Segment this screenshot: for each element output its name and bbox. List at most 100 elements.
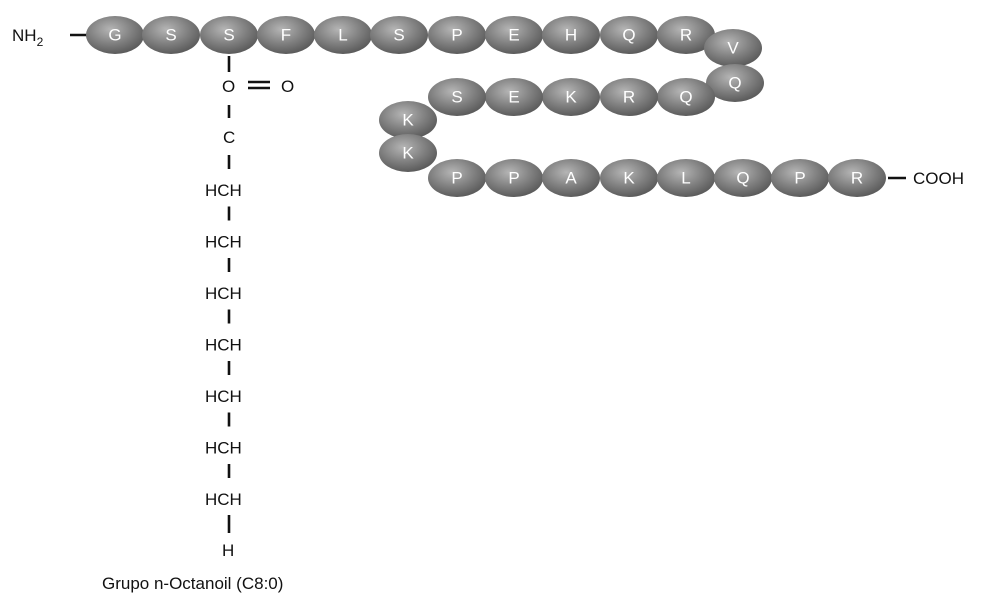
residue-3: S (200, 16, 258, 54)
residue-23: A (542, 159, 600, 197)
residue-oval (542, 78, 600, 116)
residue-oval (704, 29, 762, 67)
carbonyl-carbon-label: O (222, 77, 235, 96)
residue-letter: E (508, 26, 519, 45)
methylene-label: HCH (205, 284, 242, 303)
residue-oval (142, 16, 200, 54)
residue-oval (600, 78, 658, 116)
methylene-label: HCH (205, 181, 242, 200)
residue-oval (257, 16, 315, 54)
methylene-label: HCH (205, 490, 242, 509)
residue-26: Q (714, 159, 772, 197)
methylene-label: HCH (205, 233, 242, 252)
carbonyl-oxygen-label: O (281, 77, 294, 96)
residue-letter: E (508, 88, 519, 107)
residue-letter: P (794, 169, 805, 188)
residue-13: Q (706, 64, 764, 102)
residue-15: R (600, 78, 658, 116)
residue-letter: H (565, 26, 577, 45)
residue-letter: F (281, 26, 291, 45)
residue-oval (379, 134, 437, 172)
residue-2: S (142, 16, 200, 54)
residue-letter: L (338, 26, 347, 45)
residue-9: H (542, 16, 600, 54)
residue-4: F (257, 16, 315, 54)
residue-letter: Q (679, 88, 692, 107)
residue-14: Q (657, 78, 715, 116)
residue-24: K (600, 159, 658, 197)
residue-oval (657, 78, 715, 116)
methylene-label: HCH (205, 387, 242, 406)
residue-oval (657, 159, 715, 197)
residue-letter: K (402, 111, 414, 130)
c-terminus-label: COOH (913, 169, 964, 188)
residue-letter: A (565, 169, 577, 188)
residue-28: R (828, 159, 886, 197)
residue-19: K (379, 101, 437, 139)
residue-oval (771, 159, 829, 197)
residue-letter: S (451, 88, 462, 107)
residue-letter: P (508, 169, 519, 188)
octanoyl-caption: Grupo n-Octanoil (C8:0) (102, 574, 283, 593)
residue-oval (428, 159, 486, 197)
methylene-label: HCH (205, 439, 242, 458)
octanoyl-chain: HCH HCH HCH HCH HCH HCH HCH (205, 155, 242, 533)
n-terminus-label: NH2 (12, 26, 44, 49)
residue-letter: S (165, 26, 176, 45)
residue-11: R (657, 16, 715, 54)
residue-oval (706, 64, 764, 102)
residue-letter: K (565, 88, 577, 107)
alpha-carbon-label: C (223, 128, 235, 147)
residue-letter: K (402, 144, 414, 163)
residue-27: P (771, 159, 829, 197)
residue-letter: R (623, 88, 635, 107)
residue-oval (714, 159, 772, 197)
residue-16: K (542, 78, 600, 116)
residue-oval (485, 159, 543, 197)
residue-25: L (657, 159, 715, 197)
residue-21: P (428, 159, 486, 197)
residue-letter: G (108, 26, 121, 45)
residue-oval (600, 16, 658, 54)
residue-oval (657, 16, 715, 54)
residue-letter: Q (736, 169, 749, 188)
residue-oval (428, 16, 486, 54)
residue-letter: R (680, 26, 692, 45)
residue-oval (485, 16, 543, 54)
terminal-hydrogen-label: H (222, 541, 234, 560)
residue-18: S (428, 78, 486, 116)
residue-oval (314, 16, 372, 54)
residue-8: E (485, 16, 543, 54)
residue-letter: Q (622, 26, 635, 45)
residue-1: G (86, 16, 144, 54)
residue-oval (600, 159, 658, 197)
residue-oval (542, 159, 600, 197)
residue-letter: S (223, 26, 234, 45)
residue-letter: V (727, 39, 739, 58)
residue-oval (542, 16, 600, 54)
residue-letter: P (451, 169, 462, 188)
residue-10: Q (600, 16, 658, 54)
residue-oval (485, 78, 543, 116)
methylene-label: HCH (205, 336, 242, 355)
residue-oval (828, 159, 886, 197)
residue-7: P (428, 16, 486, 54)
residue-letter: R (851, 169, 863, 188)
residue-12: V (704, 29, 762, 67)
residue-letter: L (681, 169, 690, 188)
residue-5: L (314, 16, 372, 54)
residue-oval (86, 16, 144, 54)
residue-letter: S (393, 26, 404, 45)
residue-letter: P (451, 26, 462, 45)
residue-oval (200, 16, 258, 54)
residue-oval (428, 78, 486, 116)
residue-letter: Q (728, 74, 741, 93)
residue-20: K (379, 134, 437, 172)
residue-6: S (370, 16, 428, 54)
residue-17: E (485, 78, 543, 116)
residue-22: P (485, 159, 543, 197)
residue-oval (379, 101, 437, 139)
residue-letter: K (623, 169, 635, 188)
